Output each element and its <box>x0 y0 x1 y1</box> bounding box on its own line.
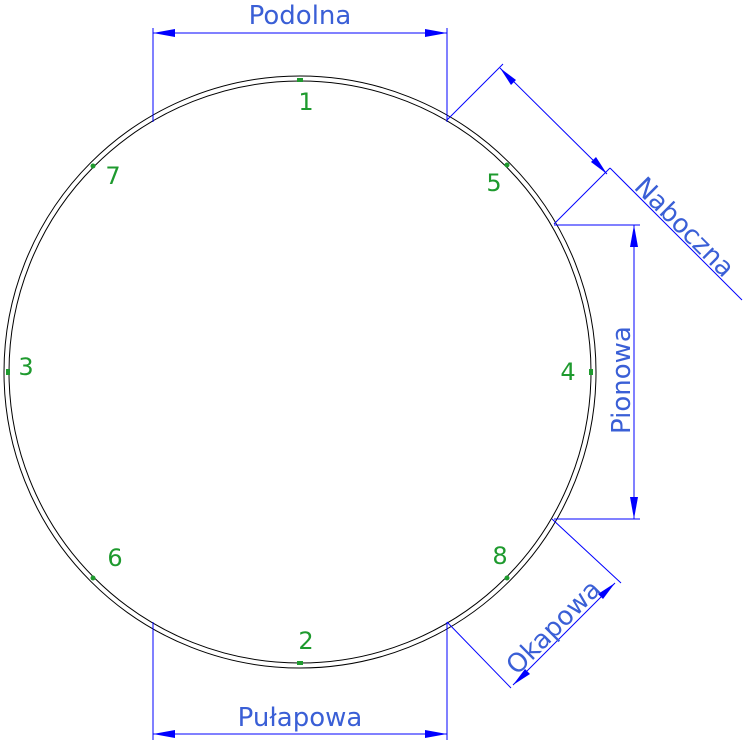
point-3-label: 3 <box>18 353 33 381</box>
dimension-pionowa: Pionowa <box>554 224 640 520</box>
point-4-label: 4 <box>560 358 575 386</box>
point-4-marker <box>589 369 593 375</box>
point-7-marker <box>90 163 96 169</box>
point-8-marker <box>504 575 510 581</box>
point-2-marker <box>297 661 303 665</box>
point-1-label: 1 <box>298 88 313 116</box>
point-6-marker <box>90 575 96 581</box>
point-3-marker <box>6 369 10 375</box>
outer-ring <box>3 75 597 669</box>
label-podolna: Podolna <box>249 1 352 31</box>
label-naboczna: Naboczna <box>628 172 740 284</box>
dimension-pulapowa: Pułapowa <box>152 622 448 740</box>
point-1-marker <box>297 78 303 82</box>
inner-ring <box>8 80 592 664</box>
point-2-label: 2 <box>298 627 313 655</box>
point-6-label: 6 <box>107 544 122 572</box>
label-okapowa: Okapowa <box>501 574 607 680</box>
label-pulapowa: Pułapowa <box>238 703 363 733</box>
point-8-label: 8 <box>492 542 507 570</box>
label-pionowa: Pionowa <box>607 326 637 434</box>
point-7-label: 7 <box>105 162 120 190</box>
dimension-podolna: Podolna <box>152 1 448 122</box>
position-points: 1 2 3 4 5 6 7 8 <box>6 78 593 665</box>
point-5-marker <box>504 162 510 168</box>
point-5-label: 5 <box>486 169 501 197</box>
